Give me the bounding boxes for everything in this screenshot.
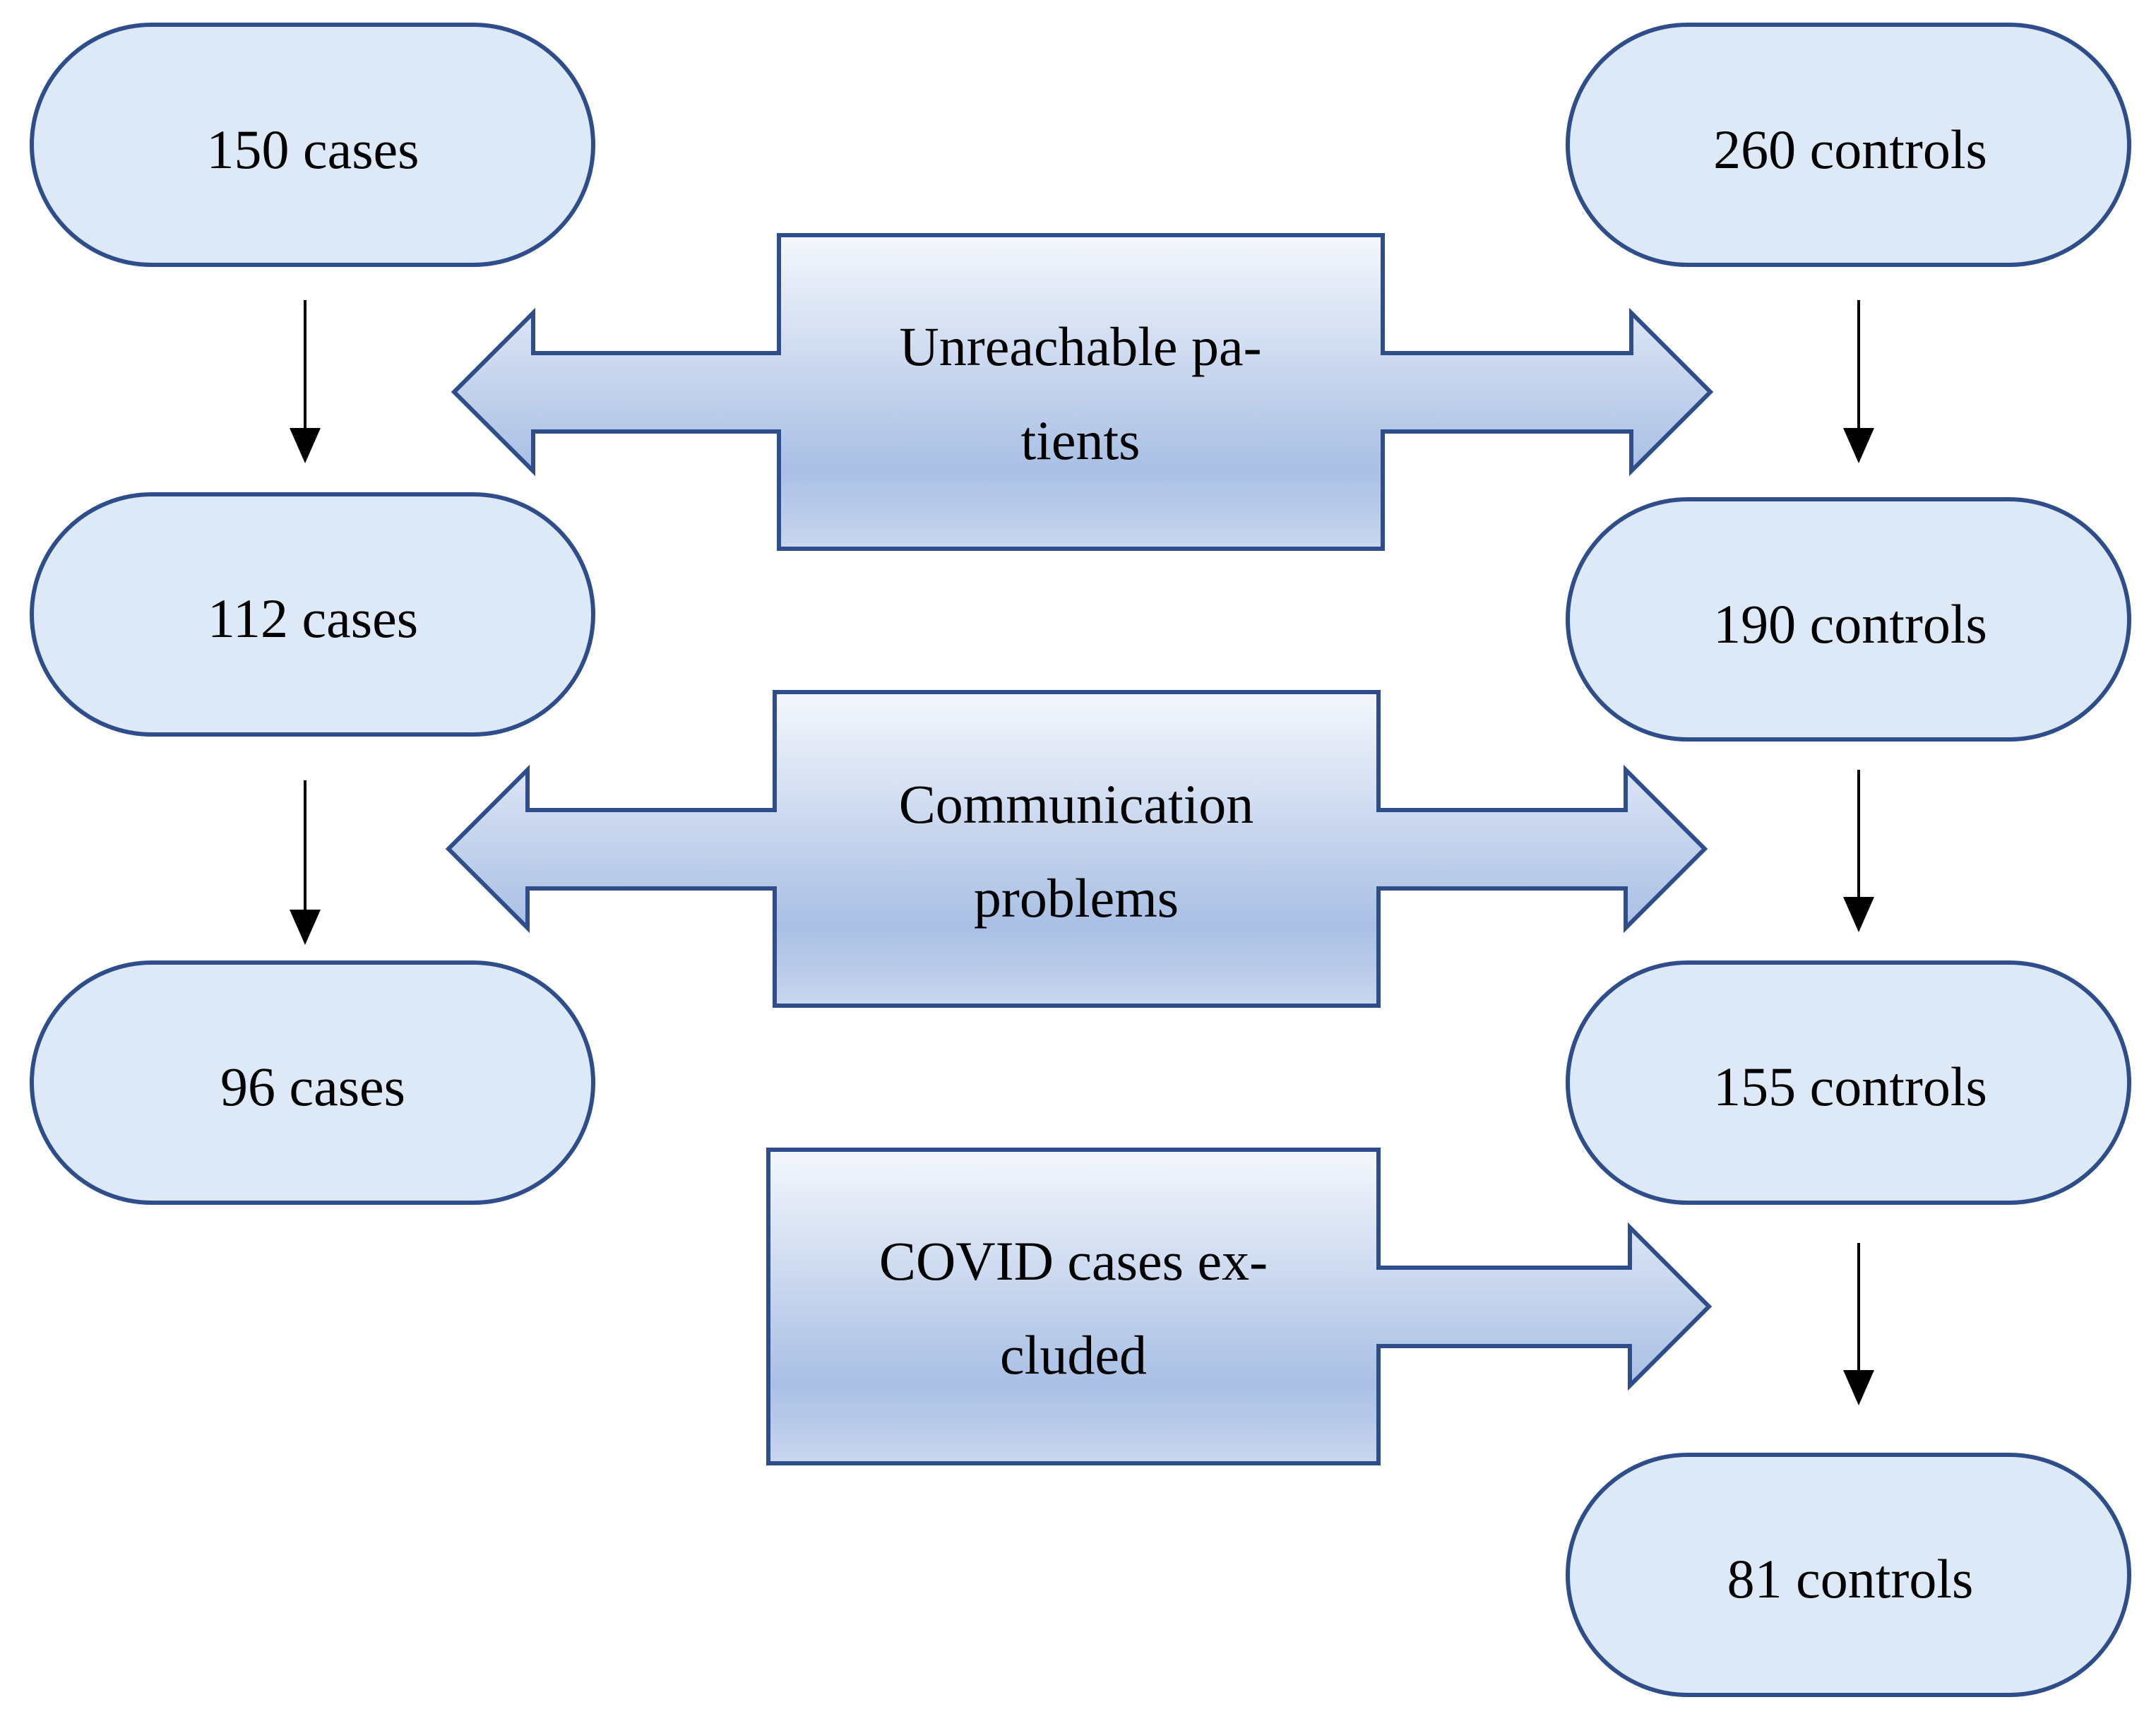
control-flow-arrow-1 bbox=[1843, 300, 1874, 463]
exclusion-unreachable-line2: tients bbox=[1021, 410, 1140, 471]
exclusion-covid-line1: COVID cases ex- bbox=[879, 1230, 1268, 1292]
exclusion-covid-cases: COVID cases ex- cluded bbox=[766, 1148, 1713, 1465]
control-node-1-label: 260 controls bbox=[1713, 119, 1987, 180]
control-node-4: 81 controls bbox=[1566, 1453, 2131, 1697]
control-node-3-label: 155 controls bbox=[1713, 1056, 1987, 1117]
case-node-3-label: 96 cases bbox=[220, 1056, 405, 1117]
control-node-2: 190 controls bbox=[1566, 497, 2131, 742]
control-flow-arrow-3 bbox=[1843, 1243, 1874, 1405]
exclusion-unreachable-line1: Unreachable pa- bbox=[899, 316, 1261, 377]
exclusion-communication-line2: problems bbox=[974, 867, 1179, 929]
control-node-2-label: 190 controls bbox=[1713, 593, 1987, 655]
exclusion-communication-line1: Communication bbox=[899, 773, 1254, 835]
exclusion-covid-line2: cluded bbox=[1000, 1324, 1147, 1386]
case-node-1: 150 cases bbox=[30, 23, 595, 267]
case-node-2: 112 cases bbox=[30, 492, 595, 737]
case-node-1-label: 150 cases bbox=[206, 119, 419, 180]
case-flow-arrow-2 bbox=[290, 780, 321, 945]
exclusion-communication-problems: Communication problems bbox=[445, 690, 1708, 1008]
control-node-4-label: 81 controls bbox=[1727, 1548, 1974, 1609]
exclusion-unreachable-patients: Unreachable pa- tients bbox=[451, 233, 1714, 551]
case-flow-arrow-1 bbox=[290, 300, 321, 463]
case-node-2-label: 112 cases bbox=[208, 588, 418, 649]
control-flow-arrow-2 bbox=[1843, 770, 1874, 932]
control-node-3: 155 controls bbox=[1566, 960, 2131, 1205]
case-node-3: 96 cases bbox=[30, 960, 595, 1205]
control-node-1: 260 controls bbox=[1566, 23, 2131, 267]
